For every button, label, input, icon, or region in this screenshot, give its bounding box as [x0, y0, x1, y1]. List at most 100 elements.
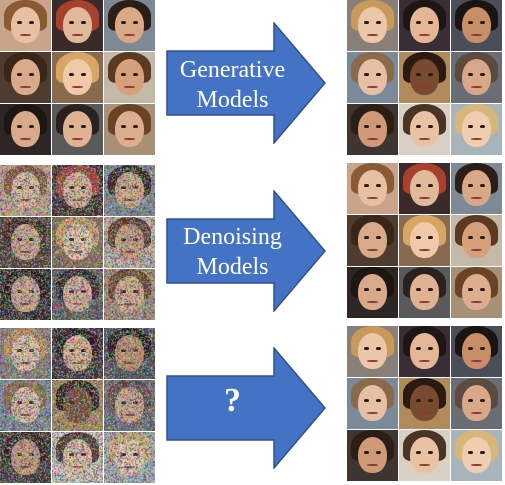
face-eye	[364, 236, 369, 239]
face-skin	[358, 333, 387, 369]
arrow-generative	[166, 22, 326, 144]
face-eye	[468, 125, 473, 128]
face-eye	[468, 288, 473, 291]
noise-overlay	[52, 217, 103, 268]
face-mouth	[367, 300, 378, 303]
face-eye	[121, 21, 126, 24]
face-eye	[468, 399, 473, 402]
face-thumbnail	[52, 104, 103, 155]
face-thumbnail	[399, 326, 450, 377]
face-thumbnail	[399, 52, 450, 103]
face-thumbnail	[451, 215, 502, 266]
face-mouth	[471, 463, 482, 466]
face-thumbnail	[52, 380, 103, 431]
noise-overlay	[52, 165, 103, 216]
face-eye	[364, 399, 369, 402]
face-eye	[468, 184, 473, 187]
face-eye	[376, 184, 381, 187]
face-thumbnail	[104, 0, 155, 51]
face-thumbnail	[347, 378, 398, 429]
face-eye	[480, 125, 485, 128]
input-face-grid-noisy	[0, 328, 155, 483]
face-thumbnail	[347, 215, 398, 266]
noise-overlay	[52, 269, 103, 320]
face-thumbnail	[52, 432, 103, 483]
face-thumbnail	[104, 52, 155, 103]
face-skin	[11, 111, 40, 147]
face-mouth	[471, 33, 482, 36]
face-eye	[69, 125, 74, 128]
face-eye	[133, 125, 138, 128]
face-thumbnail	[0, 432, 51, 483]
face-eye	[468, 451, 473, 454]
face-eye	[480, 184, 485, 187]
face-eye	[364, 21, 369, 24]
face-eye	[376, 73, 381, 76]
face-skin	[410, 274, 439, 310]
face-thumbnail	[399, 430, 450, 481]
noise-overlay	[52, 432, 103, 483]
face-skin	[410, 385, 439, 421]
face-skin	[358, 437, 387, 473]
face-skin	[358, 111, 387, 147]
face-mouth	[72, 33, 83, 36]
noise-overlay	[104, 328, 155, 379]
face-eye	[133, 21, 138, 24]
noise-overlay	[0, 217, 51, 268]
face-eye	[416, 451, 421, 454]
face-eye	[364, 347, 369, 350]
face-skin	[63, 59, 92, 95]
face-eye	[468, 347, 473, 350]
face-mouth	[419, 359, 430, 362]
face-mouth	[367, 33, 378, 36]
face-mouth	[72, 137, 83, 140]
face-skin	[358, 222, 387, 258]
face-thumbnail	[0, 52, 51, 103]
face-skin	[11, 7, 40, 43]
face-eye	[121, 73, 126, 76]
arrow-label-question: ?	[170, 382, 295, 419]
face-skin	[358, 7, 387, 43]
face-thumbnail	[451, 326, 502, 377]
face-thumbnail	[52, 165, 103, 216]
arrow-label-line2: Models	[196, 254, 269, 280]
arrow-label-denoising: Denoising Models	[170, 222, 295, 282]
face-mouth	[419, 33, 430, 36]
noise-overlay	[0, 432, 51, 483]
face-eye	[468, 21, 473, 24]
face-eye	[364, 73, 369, 76]
face-mouth	[471, 196, 482, 199]
face-eye	[428, 184, 433, 187]
arrow-label-line1: Generative	[179, 57, 286, 83]
face-eye	[416, 73, 421, 76]
output-face-grid	[347, 326, 502, 481]
face-skin	[358, 59, 387, 95]
face-thumbnail	[0, 217, 51, 268]
face-eye	[428, 73, 433, 76]
face-eye	[376, 21, 381, 24]
face-eye	[428, 347, 433, 350]
face-mouth	[72, 85, 83, 88]
face-skin	[410, 7, 439, 43]
noise-overlay	[104, 269, 155, 320]
face-thumbnail	[0, 269, 51, 320]
arrow-label-line1: ?	[224, 382, 241, 419]
arrow-unknown	[166, 347, 326, 469]
arrow-label-generative: Generative Models	[170, 55, 295, 115]
face-mouth	[20, 33, 31, 36]
output-face-grid	[347, 0, 502, 155]
face-mouth	[367, 137, 378, 140]
face-skin	[63, 111, 92, 147]
noise-overlay	[104, 380, 155, 431]
face-thumbnail	[52, 52, 103, 103]
face-eye	[428, 125, 433, 128]
face-skin	[358, 385, 387, 421]
face-skin	[462, 274, 491, 310]
face-eye	[428, 451, 433, 454]
face-thumbnail	[104, 269, 155, 320]
face-skin	[11, 59, 40, 95]
face-thumbnail	[52, 0, 103, 51]
face-skin	[410, 222, 439, 258]
face-skin	[462, 385, 491, 421]
arrow-denoising	[166, 190, 326, 312]
